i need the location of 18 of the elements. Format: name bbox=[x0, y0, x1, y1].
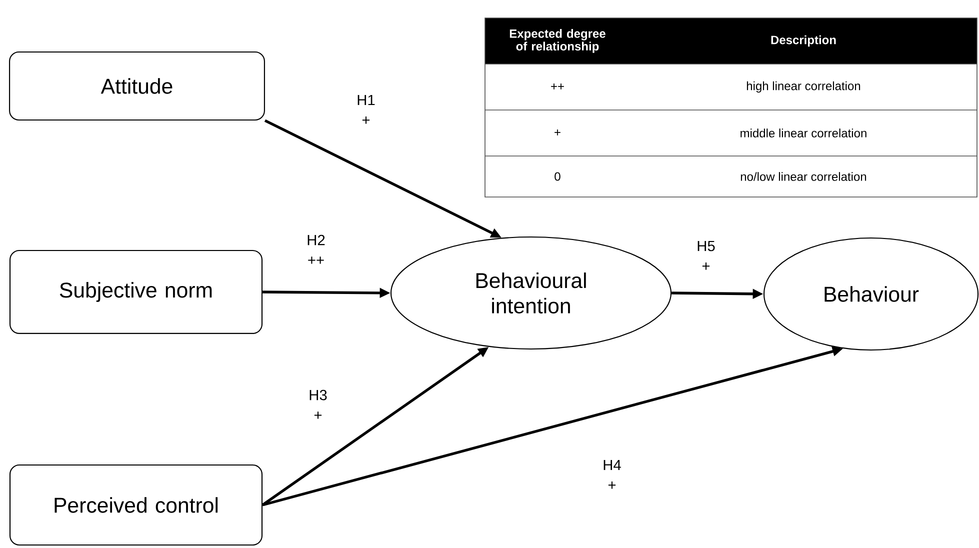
rounded-box: Perceived control bbox=[9, 464, 263, 546]
table-header: Expected degree of relationship bbox=[510, 29, 606, 53]
edge-label: H4 + bbox=[604, 460, 621, 489]
table-cell: + bbox=[554, 130, 560, 136]
table-header: Description bbox=[771, 35, 836, 47]
table-cell: no/low linear correlation bbox=[740, 172, 866, 181]
table-cell: high linear correlation bbox=[746, 81, 860, 93]
table-cell: 0 bbox=[554, 172, 560, 181]
rounded-box: Subjective norm bbox=[9, 250, 263, 334]
edge-label: H1 + bbox=[358, 94, 375, 124]
edge-label: H5 + bbox=[698, 240, 715, 270]
table-cell: middle linear correlation bbox=[740, 128, 866, 138]
ellipse-node: Behaviour bbox=[763, 237, 979, 351]
rounded-box: Attitude bbox=[9, 51, 265, 121]
edge-label: H3 + bbox=[310, 390, 327, 419]
edge-label: H2 ++ bbox=[308, 234, 325, 264]
table-cell: ++ bbox=[551, 84, 564, 90]
ellipse-node: Behavioural intention bbox=[390, 236, 672, 350]
